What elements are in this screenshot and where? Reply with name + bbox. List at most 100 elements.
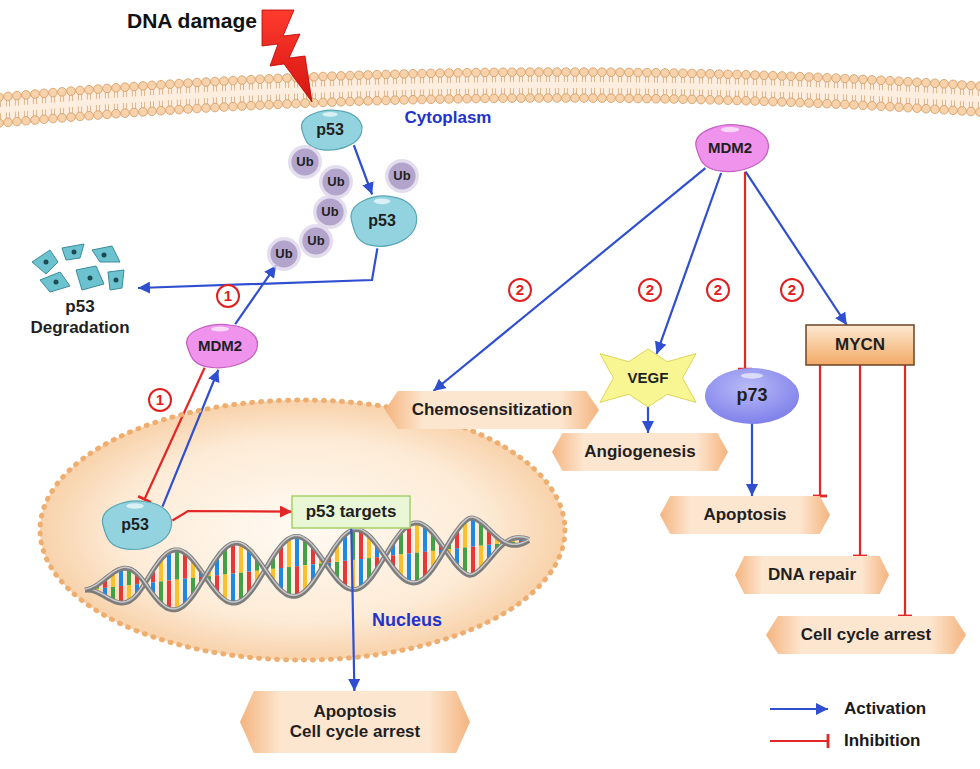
base-pair — [239, 572, 243, 601]
node-content: Ub — [327, 174, 344, 190]
node-content: p53 — [368, 211, 396, 230]
base-pair — [295, 536, 299, 566]
lipid-head — [391, 70, 400, 79]
lipid-head — [346, 97, 355, 106]
node-text: Angiogenesis — [584, 442, 695, 462]
node-content: Apoptosis — [703, 505, 786, 525]
node-content: Ub — [393, 168, 410, 184]
lipid-head — [859, 101, 868, 110]
ubiquitin-glow — [319, 165, 353, 199]
lipid-head — [724, 70, 733, 79]
lipid-head — [904, 103, 913, 112]
lipid-head — [58, 88, 67, 97]
protein-blob: MDM2 — [688, 121, 772, 175]
lipid-head — [769, 71, 778, 80]
lipid-head — [508, 94, 517, 103]
lipid-head — [193, 78, 202, 87]
base-pair — [175, 580, 179, 610]
legend-text: Activation — [844, 699, 926, 719]
lipid-head — [436, 95, 445, 104]
lipid-head — [265, 74, 274, 83]
lipid-head — [733, 70, 742, 79]
star-fill — [600, 349, 696, 407]
lipid-head — [328, 98, 337, 107]
lipid-head — [4, 118, 13, 127]
lipid-head — [301, 99, 310, 108]
ubiquitin-glow — [299, 224, 333, 258]
base-pair — [415, 553, 419, 583]
lipid-head — [751, 97, 760, 106]
activation-connector — [751, 423, 753, 496]
lipid-head — [0, 119, 3, 128]
lipid-head — [292, 99, 301, 108]
lipid-head — [688, 95, 697, 104]
label-slot: 2 — [706, 278, 730, 302]
lipid-head — [67, 87, 76, 96]
lipid-head — [967, 107, 976, 116]
legend-line — [770, 740, 828, 742]
callout-number: 2 — [780, 278, 804, 302]
lipid-head — [490, 94, 499, 103]
lipid-head — [652, 94, 661, 103]
lipid-head — [193, 104, 202, 113]
lipid-head — [22, 91, 31, 100]
lipid-head — [40, 115, 49, 124]
node-text: p53 — [316, 120, 344, 139]
lipid-head — [112, 83, 121, 92]
lipid-head — [571, 94, 580, 103]
lipid-head — [976, 82, 980, 91]
ubiquitin-glow — [385, 159, 419, 193]
lipid-head — [247, 75, 256, 84]
base-pair — [239, 544, 243, 573]
lipid-head — [832, 74, 841, 83]
lipid-head — [427, 69, 436, 78]
lipid-head — [490, 68, 499, 77]
base-pair — [359, 559, 363, 588]
lipid-head — [805, 99, 814, 108]
lipid-head — [220, 77, 229, 86]
lipid-head — [445, 69, 454, 78]
lipid-head — [706, 70, 715, 79]
compartment-label: Cytoplasm — [405, 108, 492, 128]
lipid-head — [256, 101, 265, 110]
lipid-head — [157, 106, 166, 115]
lipid-head — [238, 102, 247, 111]
nucleus-region: Nucleusp53p53 targets — [40, 400, 565, 660]
lipid-head — [184, 79, 193, 88]
ubiquitin-circle: Ub — [313, 195, 347, 229]
gene-box: MYCN — [806, 325, 914, 365]
lipid-head — [274, 74, 283, 83]
node-content: Nucleus — [372, 610, 442, 632]
lipid-head — [661, 95, 670, 104]
lipid-head — [355, 71, 364, 80]
lipid-head — [85, 111, 94, 120]
lipid-head — [103, 84, 112, 93]
lipid-head — [400, 70, 409, 79]
lipid-head — [184, 105, 193, 114]
node-text: p53 targets — [306, 502, 397, 522]
lipid-head — [859, 75, 868, 84]
lipid-head — [805, 73, 814, 82]
lipid-head — [580, 94, 589, 103]
lipid-head — [130, 108, 139, 117]
lipid-head — [463, 94, 472, 103]
activation-connector — [354, 145, 372, 194]
lipid-head — [391, 96, 400, 105]
lipid-head — [976, 108, 980, 117]
node-text: DNA repair — [768, 565, 856, 585]
lipid-head — [886, 102, 895, 111]
inhibition-connector — [904, 365, 906, 616]
node-text: MYCN — [835, 335, 885, 355]
ubiquitin-circle: Ub — [319, 165, 353, 199]
lipid-head — [598, 68, 607, 77]
lipid-head — [364, 71, 373, 80]
lipid-head — [94, 111, 103, 120]
lipid-head — [742, 70, 751, 79]
lipid-head — [562, 68, 571, 77]
lipid-head — [346, 71, 355, 80]
stimulus-label: DNA damage — [127, 9, 257, 33]
node-content: Chemosensitization — [412, 400, 573, 420]
outcome-banner: Cell cycle arrest — [766, 616, 966, 654]
legend-sample — [768, 701, 834, 717]
blob-body — [302, 110, 362, 150]
